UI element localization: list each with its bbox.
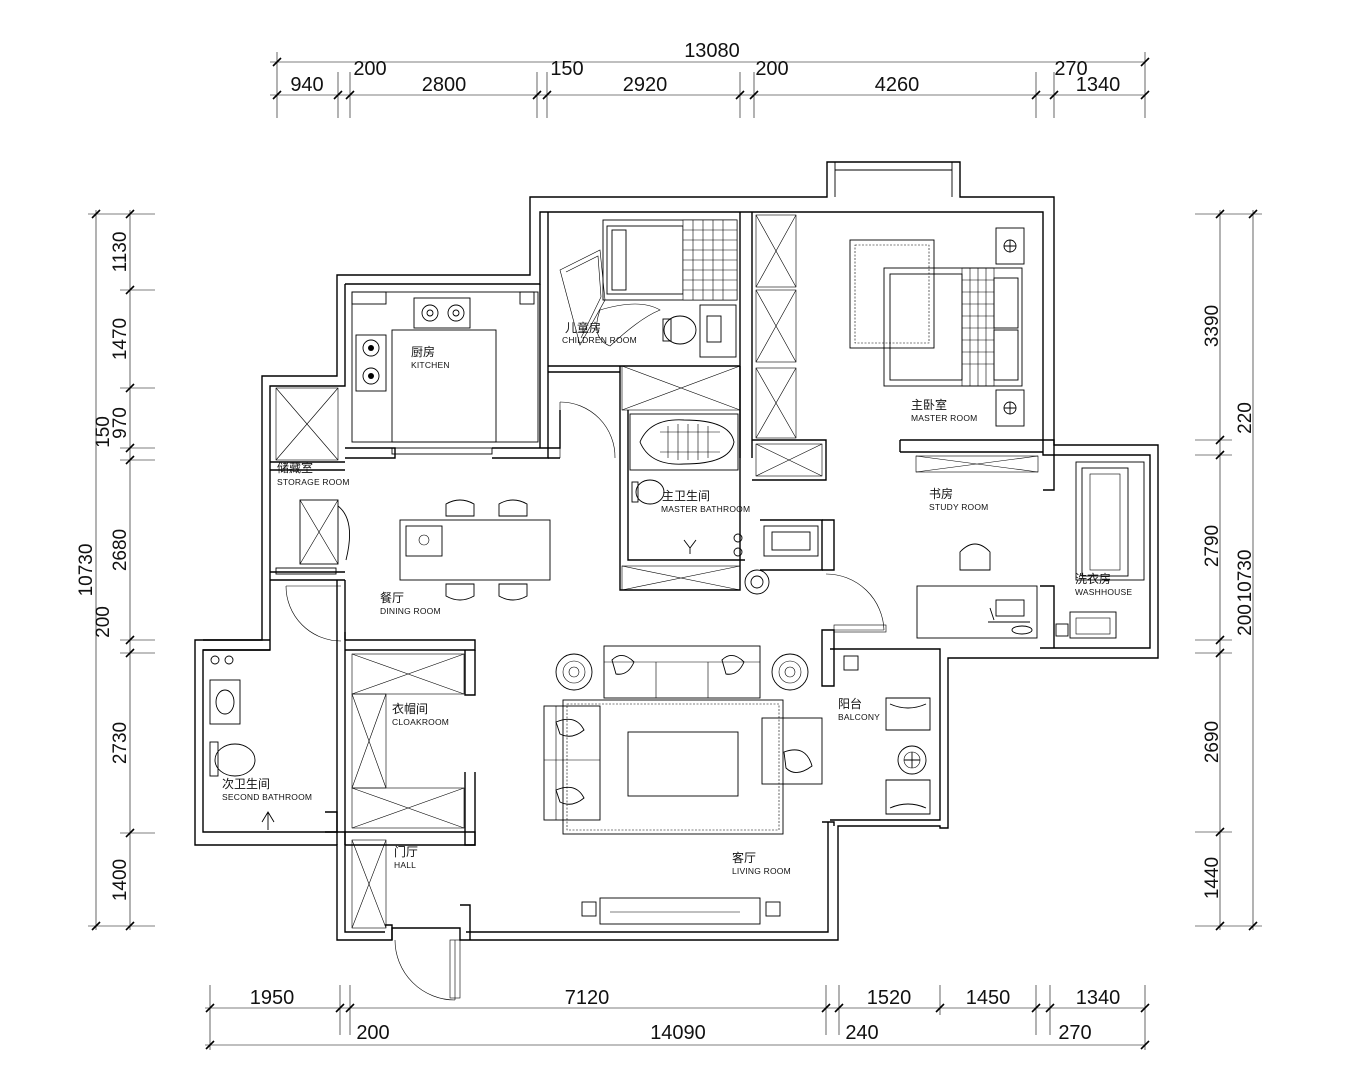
dim-left-1: 1130 [110,232,131,273]
dim-left-7: 2730 [110,722,131,764]
dim-bottom-9: 270 [1058,1022,1091,1044]
dim-top-9: 1340 [1076,74,1121,96]
dim-right-4: 200 [1235,604,1256,636]
dim-right-1: 3390 [1202,305,1223,347]
dim-bottom-5: 1340 [1076,987,1121,1009]
children-label-en: CHILDREN ROOM [562,335,637,345]
dim-bottom-4: 1450 [966,987,1011,1009]
cloak-label-en: CLOAKROOM [392,717,449,727]
study-label-en: STUDY ROOM [929,502,988,512]
top-dimension-chain: 13080 940 200 2800 150 2920 200 4260 270… [270,40,1150,118]
dim-right-5: 2690 [1202,721,1223,763]
master-room-furniture [849,227,1025,427]
dim-bottom-6: 200 [356,1022,389,1044]
storage-label-en: STORAGE ROOM [277,477,350,487]
dim-left-6: 200 [93,606,114,638]
exterior-walls [194,161,1159,941]
dim-top-7: 4260 [875,74,920,96]
dim-top-total: 13080 [684,40,740,62]
dim-bottom-8: 240 [845,1022,878,1044]
children-label-cn: 儿童房 [565,320,601,335]
dim-top-4: 150 [550,58,583,80]
dim-bottom-7: 14090 [650,1022,706,1044]
dim-bottom-3: 1520 [867,987,912,1009]
balcony-furniture [843,655,931,815]
cloak-label-cn: 衣帽间 [392,701,428,716]
bottom-dimension-chain: 1950 7120 1520 1450 1340 200 14090 240 2… [205,985,1150,1050]
dim-right-3: 2790 [1202,525,1223,567]
study-label-cn: 书房 [929,486,953,501]
hall-label-cn: 门厅 [394,844,418,859]
master-bath-label-en: MASTER BATHROOM [661,504,750,514]
balcony-label-cn: 阳台 [838,696,862,711]
wash-label-cn: 洗衣房 [1075,571,1111,586]
wash-label-en: WASHHOUSE [1075,587,1132,597]
dim-left-total: 10730 [76,544,97,597]
storage-label-cn: 储藏室 [277,460,313,475]
living-label-cn: 客厅 [732,850,756,865]
left-dimension-chain: 10730 1130 1470 150 970 2680 200 2730 14… [76,209,155,931]
dim-top-6: 200 [755,58,788,80]
dim-top-3: 2800 [422,74,467,96]
dim-right-total: 10730 [1235,550,1256,603]
cloakroom-furniture [351,653,465,929]
dim-top-5: 2920 [623,74,668,96]
dim-top-1: 940 [290,74,323,96]
dining-label-en: DINING ROOM [380,606,441,616]
dining-furniture [399,499,551,601]
living-label-en: LIVING ROOM [732,866,791,876]
master-bath-label-cn: 主卫生间 [662,489,710,503]
kitchen-furniture [351,291,539,455]
right-dimension-chain: 3390 220 2790 200 10730 2690 1440 [1195,209,1262,931]
dim-top-2: 200 [353,58,386,80]
dim-bottom-2: 7120 [565,987,610,1009]
doors [285,401,887,1001]
dining-label-cn: 餐厅 [380,590,404,605]
master-bath-fixtures [629,413,819,595]
dim-top-8: 270 [1054,58,1087,80]
dim-left-5: 2680 [110,529,131,571]
dim-left-2: 1470 [110,318,131,360]
kitchen-label-en: KITCHEN [411,360,450,370]
dim-left-4: 970 [110,407,131,439]
storage-fixtures [275,499,351,575]
second-bath-label-en: SECOND BATHROOM [222,792,312,802]
dim-right-2: 220 [1235,402,1256,434]
living-room-furniture [543,645,823,925]
master-label-en: MASTER ROOM [911,413,977,423]
dim-left-8: 1400 [110,859,131,901]
second-bath-fixtures [209,655,275,830]
children-room-furniture [559,219,738,358]
study-furniture [916,543,1038,639]
dim-bottom-1: 1950 [250,987,295,1009]
washhouse-fixtures [1055,461,1145,639]
second-bath-label-cn: 次卫生间 [222,777,270,791]
interior-walls [203,212,1055,940]
balcony-label-en: BALCONY [838,712,880,722]
dim-right-6: 1440 [1202,857,1223,899]
master-label-cn: 主卧室 [911,397,947,412]
hall-label-en: HALL [394,860,416,870]
wardrobes [275,214,1039,591]
dim-left-3: 150 [93,416,114,448]
kitchen-label-cn: 厨房 [411,344,435,359]
